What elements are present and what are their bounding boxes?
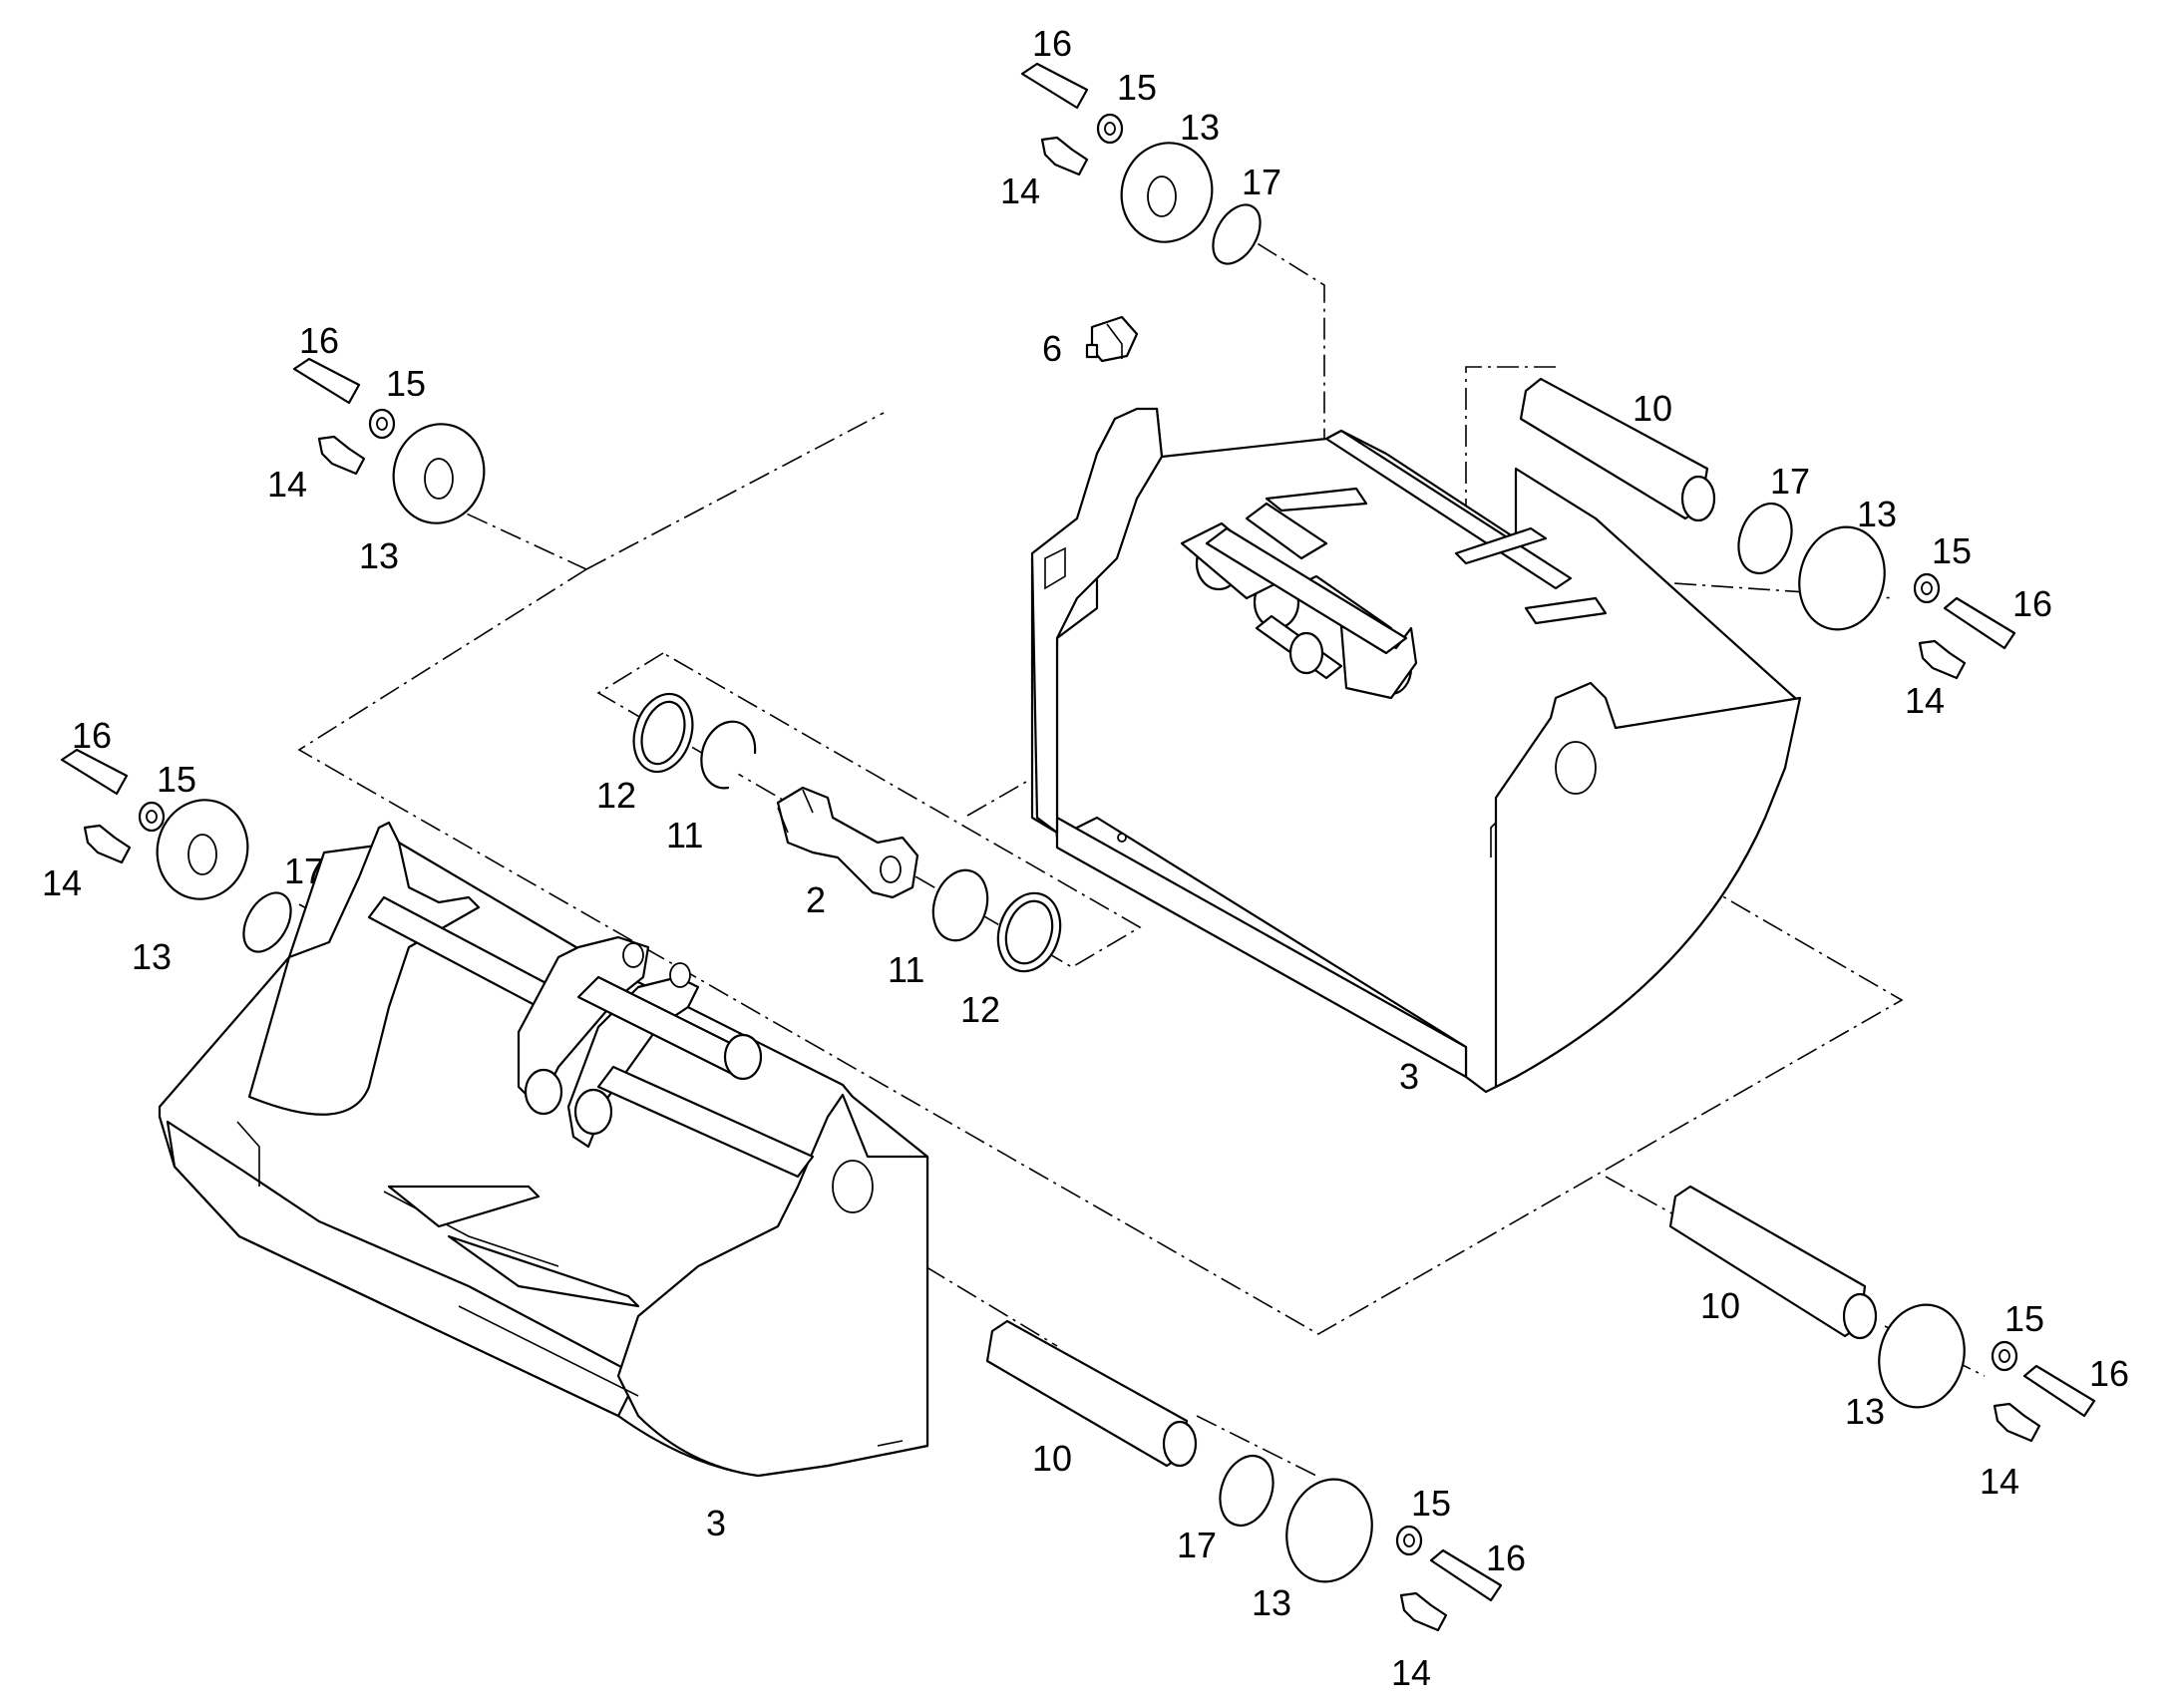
bucket-left bbox=[158, 821, 929, 1478]
callout-16: 16 bbox=[1032, 23, 1072, 64]
flanges bbox=[156, 142, 1966, 1583]
callout-16: 16 bbox=[72, 715, 112, 756]
callout-3: 3 bbox=[1399, 1056, 1419, 1097]
washers bbox=[138, 113, 2018, 1556]
callout-13: 13 bbox=[359, 535, 399, 576]
callout-13: 13 bbox=[1180, 107, 1220, 148]
callout-17: 17 bbox=[1242, 162, 1281, 202]
callout-16: 16 bbox=[1486, 1537, 1526, 1578]
callout-12: 12 bbox=[596, 775, 636, 816]
callout-10: 10 bbox=[1633, 388, 1672, 429]
callout-15: 15 bbox=[1117, 67, 1157, 108]
callout-3: 3 bbox=[706, 1503, 726, 1543]
callout-12: 12 bbox=[960, 989, 1000, 1030]
callout-16: 16 bbox=[2012, 583, 2052, 624]
callout-14: 14 bbox=[267, 464, 307, 505]
callout-13: 13 bbox=[1857, 494, 1897, 534]
callout-15: 15 bbox=[157, 759, 196, 800]
bolts bbox=[60, 62, 2096, 1602]
bucket-right bbox=[1030, 407, 1802, 1094]
callout-11: 11 bbox=[666, 815, 703, 855]
callout-15: 15 bbox=[1411, 1483, 1451, 1524]
callout-10: 10 bbox=[1700, 1285, 1740, 1326]
callout-17: 17 bbox=[1177, 1525, 1217, 1565]
callout-14: 14 bbox=[1980, 1461, 2019, 1502]
callout-16: 16 bbox=[2089, 1353, 2129, 1394]
callout-6: 6 bbox=[1042, 328, 1062, 369]
callout-13: 13 bbox=[1252, 1582, 1291, 1623]
rings bbox=[242, 203, 1793, 1527]
callout-15: 15 bbox=[386, 363, 426, 404]
callout-14: 14 bbox=[42, 862, 82, 903]
callout-15: 15 bbox=[2004, 1298, 2044, 1339]
callout-13: 13 bbox=[132, 936, 172, 977]
callout-10: 10 bbox=[1032, 1438, 1072, 1479]
pins bbox=[985, 377, 1878, 1468]
callout-15: 15 bbox=[1932, 530, 1972, 571]
wedge-part-6 bbox=[1085, 315, 1139, 363]
callout-17: 17 bbox=[1770, 461, 1810, 502]
link-part-2 bbox=[776, 786, 919, 899]
callout-16: 16 bbox=[299, 320, 339, 361]
callout-11: 11 bbox=[888, 949, 924, 990]
grease-nipples bbox=[83, 136, 2041, 1632]
callouts: 16 15 13 14 17 16 15 14 13 16 15 14 13 1… bbox=[42, 23, 2129, 1693]
callout-2: 2 bbox=[806, 879, 826, 920]
callout-14: 14 bbox=[1391, 1652, 1431, 1693]
callout-13: 13 bbox=[1845, 1391, 1885, 1432]
callout-17: 17 bbox=[284, 851, 324, 891]
callout-14: 14 bbox=[1000, 171, 1040, 211]
callout-14: 14 bbox=[1905, 680, 1945, 721]
